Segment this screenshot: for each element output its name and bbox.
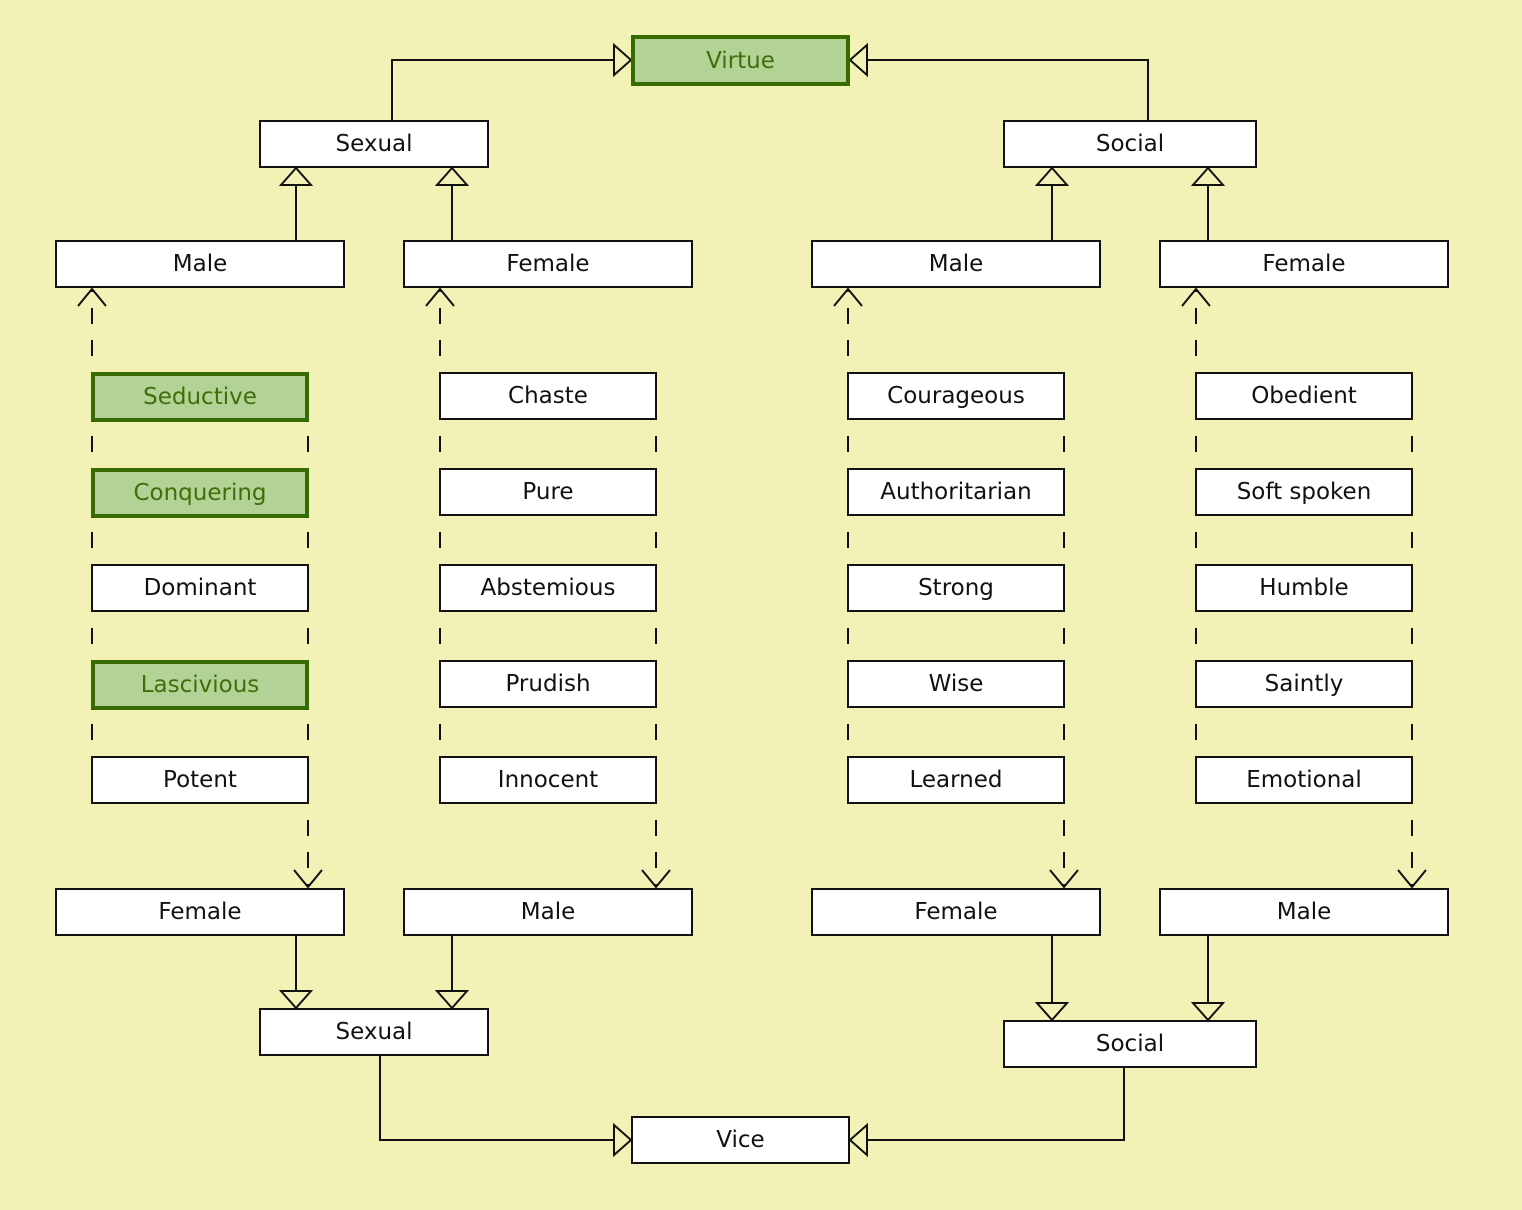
trait-box[interactable]: Humble [1195,564,1413,612]
node-top-male-social[interactable]: Male [811,240,1101,288]
node-bottom-male-sexual[interactable]: Male [403,888,693,936]
trait-box[interactable]: Learned [847,756,1065,804]
node-label: Male [172,251,228,277]
generalization-arrow [613,42,633,78]
open-arrow-down-icon [1397,869,1427,889]
edge-sexual-virtue [391,59,614,120]
node-label: Vice [716,1127,765,1153]
node-top-sexual[interactable]: Sexual [259,120,489,168]
trait-label: Authoritarian [880,479,1032,505]
trait-label: Obedient [1251,383,1357,409]
trait-label: Abstemious [480,575,616,601]
node-top-male-sexual[interactable]: Male [55,240,345,288]
node-label: Female [1262,251,1346,277]
node-top-social[interactable]: Social [1003,120,1257,168]
generalization-arrow [848,42,868,78]
trait-box[interactable]: Seductive [91,372,309,422]
trait-box[interactable]: Prudish [439,660,657,708]
trait-label: Conquering [133,480,267,506]
trait-label: Wise [928,671,984,697]
edge-social-virtue [867,59,1149,120]
node-bottom-female-sexual[interactable]: Female [55,888,345,936]
open-arrow-up-icon [77,287,107,307]
node-bottom-sexual[interactable]: Sexual [259,1008,489,1056]
edge-sexual-vice [379,1056,614,1141]
trait-box[interactable]: Innocent [439,756,657,804]
generalization-arrow [434,166,470,186]
node-bottom-female-social[interactable]: Female [811,888,1101,936]
trait-label: Potent [163,767,237,793]
trait-label: Humble [1259,575,1349,601]
edge-social-vice [867,1068,1125,1141]
node-label: Male [520,899,576,925]
open-arrow-down-icon [293,869,323,889]
open-arrow-down-icon [1049,869,1079,889]
trait-box[interactable]: Chaste [439,372,657,420]
trait-box[interactable]: Potent [91,756,309,804]
node-label: Male [928,251,984,277]
trait-label: Pure [522,479,574,505]
trait-label: Learned [909,767,1003,793]
trait-box[interactable]: Authoritarian [847,468,1065,516]
trait-box[interactable]: Courageous [847,372,1065,420]
open-arrow-up-icon [425,287,455,307]
trait-label: Strong [918,575,994,601]
trait-label: Dominant [143,575,257,601]
trait-box[interactable]: Strong [847,564,1065,612]
generalization-arrow [1034,166,1070,186]
trait-label: Saintly [1264,671,1344,697]
generalization-arrow [613,1122,633,1158]
open-arrow-up-icon [1181,287,1211,307]
trait-label: Courageous [887,383,1025,409]
trait-label: Chaste [508,383,588,409]
node-label: Female [506,251,590,277]
node-label: Social [1095,131,1165,157]
generalization-arrow [278,990,314,1010]
trait-label: Seductive [143,384,257,410]
node-label: Female [158,899,242,925]
node-label: Sexual [335,131,413,157]
trait-label: Lascivious [140,672,260,698]
open-arrow-up-icon [833,287,863,307]
generalization-arrow [1034,1002,1070,1022]
node-bottom-male-social[interactable]: Male [1159,888,1449,936]
trait-box[interactable]: Emotional [1195,756,1413,804]
node-label: Social [1095,1031,1165,1057]
trait-label: Soft spoken [1236,479,1372,505]
trait-box[interactable]: Lascivious [91,660,309,710]
node-label: Sexual [335,1019,413,1045]
node-top-female-social[interactable]: Female [1159,240,1449,288]
trait-label: Innocent [497,767,599,793]
trait-label: Emotional [1246,767,1362,793]
node-bottom-social[interactable]: Social [1003,1020,1257,1068]
trait-box[interactable]: Saintly [1195,660,1413,708]
trait-box[interactable]: Dominant [91,564,309,612]
trait-box[interactable]: Pure [439,468,657,516]
generalization-arrow [434,990,470,1010]
node-label: Male [1276,899,1332,925]
node-vice[interactable]: Vice [631,1116,850,1164]
trait-box[interactable]: Wise [847,660,1065,708]
node-label: Female [914,899,998,925]
trait-box[interactable]: Obedient [1195,372,1413,420]
trait-box[interactable]: Abstemious [439,564,657,612]
trait-label: Prudish [505,671,591,697]
open-arrow-down-icon [641,869,671,889]
trait-box[interactable]: Conquering [91,468,309,518]
node-label: Virtue [706,47,775,74]
trait-box[interactable]: Soft spoken [1195,468,1413,516]
node-top-female-sexual[interactable]: Female [403,240,693,288]
generalization-arrow [1190,1002,1226,1022]
node-virtue[interactable]: Virtue [631,35,850,86]
generalization-arrow [848,1122,868,1158]
generalization-arrow [1190,166,1226,186]
generalization-arrow [278,166,314,186]
